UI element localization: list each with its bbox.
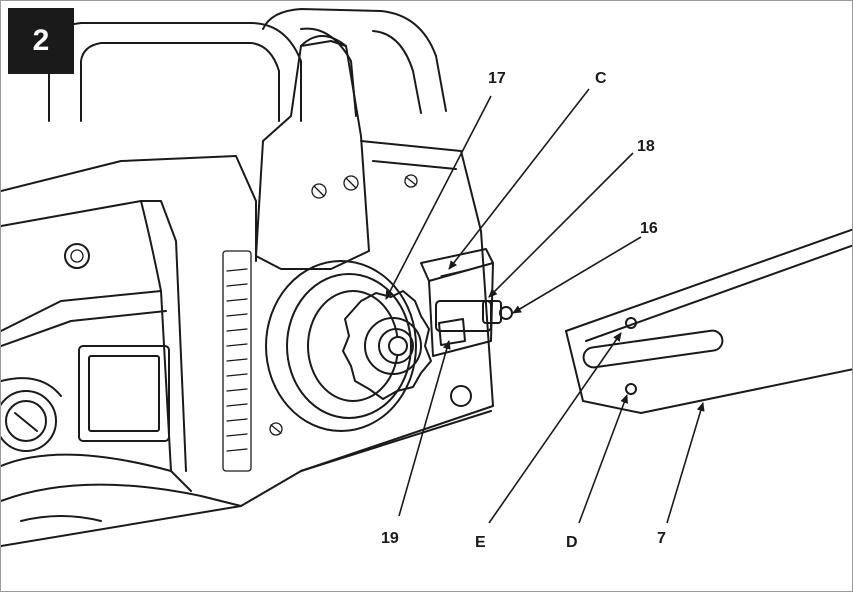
- callout-e: E: [475, 534, 486, 551]
- figure-number-badge: 2: [8, 8, 74, 74]
- callout-16: 16: [640, 220, 658, 237]
- callout-17: 17: [488, 70, 506, 87]
- rear-handle: [48, 8, 447, 122]
- callout-d: D: [566, 534, 578, 551]
- leader-lines: [385, 88, 705, 524]
- callout-7: 7: [657, 530, 666, 547]
- chain-tensioner: [420, 248, 513, 357]
- callout-19: 19: [381, 530, 399, 547]
- sprocket-cover-plate: [269, 140, 494, 472]
- guide-bar: [565, 228, 852, 414]
- sprocket: [342, 290, 432, 400]
- callout-18: 18: [637, 138, 655, 155]
- vent-slots: [222, 250, 252, 472]
- motor-housing: [1, 155, 492, 547]
- callout-c: C: [595, 70, 607, 87]
- chain-brake-lever: [255, 35, 370, 270]
